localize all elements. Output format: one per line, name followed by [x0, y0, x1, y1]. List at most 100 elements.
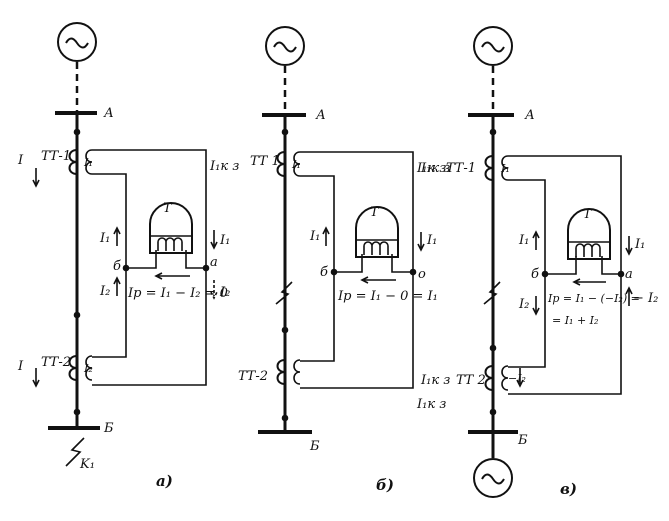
relay-label: Т — [370, 205, 380, 220]
arrow-primary-2 — [32, 368, 40, 388]
arrow-left-2 — [113, 276, 121, 296]
secondary-outer-loop — [508, 155, 622, 395]
node-a-label: а — [210, 255, 218, 270]
junction-dot — [73, 311, 81, 319]
relay-equation: Iр = I₁ − 0 = I₁ — [337, 289, 438, 304]
ct2-coil — [484, 365, 494, 391]
junction-dot — [281, 326, 289, 334]
secondary-outer-loop — [300, 151, 414, 389]
top-right-current: I₁к з — [209, 159, 239, 174]
relay-symbol — [355, 206, 399, 258]
relay-equation-2: = I₁ + I₂ — [552, 314, 598, 327]
secondary-inner-loop — [508, 179, 546, 368]
arrow-relay — [154, 272, 190, 280]
arrow-left-1 — [532, 230, 540, 250]
right-current-1: I₁ — [634, 237, 645, 252]
ac-wave-icon — [481, 473, 505, 485]
node-a-dot — [617, 270, 625, 278]
generator-symbol — [473, 26, 513, 66]
arrow-right-2 — [210, 280, 218, 300]
node-b-dot — [330, 268, 338, 276]
right-current-1: I₁ — [426, 233, 437, 248]
fault-symbol — [275, 281, 293, 305]
left-current-1: I₁ — [309, 229, 320, 244]
panel-caption: а) — [156, 472, 173, 490]
fault-label: K₁ — [79, 457, 95, 472]
node-b-dot — [122, 264, 130, 272]
panel-b — [258, 26, 425, 434]
panel-c — [468, 26, 633, 498]
arrow-left-1 — [322, 226, 330, 246]
ct1-label: ТТ 1 — [250, 154, 280, 169]
relay-coil — [363, 241, 389, 255]
generator-symbol — [57, 22, 97, 62]
arrow-relay — [360, 276, 396, 284]
arrow-right-1 — [417, 232, 425, 252]
ct1-secondary — [501, 155, 509, 181]
junction-dot — [489, 344, 497, 352]
top-right-current: I₁к з — [416, 161, 446, 176]
ct2-label: ТТ-2 — [41, 355, 71, 370]
ct2-label: ТТ-2 — [238, 369, 268, 384]
junction-dot — [73, 128, 81, 136]
junction-dot — [73, 408, 81, 416]
ac-wave-icon — [65, 37, 89, 49]
left-current-2: I₂ — [99, 284, 110, 299]
ct1-coil — [484, 155, 494, 181]
node-b-dot — [541, 270, 549, 278]
relay-symbol — [567, 208, 611, 260]
junction-dot — [281, 414, 289, 422]
ct1-coil — [276, 151, 286, 177]
arrow-ct2-sec — [516, 368, 524, 388]
relay-label: Т — [583, 207, 593, 222]
junction-dot — [489, 408, 497, 416]
ct2-label: ТТ 2 — [456, 373, 486, 388]
arrow-right-1 — [625, 236, 633, 256]
ct1-label: ТТ-1 — [446, 161, 476, 176]
node-a-label: о — [418, 267, 426, 282]
junction-dot — [281, 128, 289, 136]
arrow-primary-1 — [32, 168, 40, 188]
node-a-label: а — [625, 267, 633, 282]
panel-caption: б) — [376, 476, 394, 494]
right-current-2: I₂ — [219, 285, 230, 300]
ct2-secondary — [501, 365, 509, 391]
relay-branch — [334, 254, 413, 273]
left-current-2: I₂ — [518, 297, 529, 312]
relay-equation: Iр = I₁ − I₂ = 0 — [127, 286, 228, 301]
panel-a — [32, 22, 218, 467]
arrow-left-2 — [532, 296, 540, 316]
bus-b-label: Б — [517, 433, 528, 448]
primary-current-1: I — [17, 153, 24, 168]
top-right-current: I₁к з — [420, 161, 450, 176]
left-current-1: I₁ — [518, 233, 529, 248]
relay-equation: Iр = I₁ − (−I₂) = — [547, 292, 640, 305]
ct2-coil — [68, 355, 78, 381]
secondary-current-1: I₁ — [291, 158, 301, 171]
node-b-label: б — [531, 267, 539, 282]
secondary-current-1: I₁ — [83, 156, 93, 169]
ct1-coil — [68, 149, 78, 175]
secondary-current-2: −I₂ — [508, 372, 526, 385]
arrow-relay — [572, 278, 606, 286]
bus-a-label: А — [524, 108, 535, 123]
ct1-label: ТТ-1 — [41, 149, 71, 164]
junction-dot — [489, 128, 497, 136]
ac-wave-icon — [481, 41, 505, 53]
bottom-right-current: I₁к з — [420, 373, 450, 388]
bus-a-label: А — [103, 106, 114, 121]
arrow-right-1 — [210, 230, 218, 250]
ct2-secondary — [293, 359, 301, 385]
bus-b-label: Б — [103, 421, 114, 436]
bus-a-label: А — [315, 108, 326, 123]
relay-coil — [575, 243, 601, 257]
fault-symbol — [483, 281, 501, 305]
relay-branch — [126, 250, 206, 269]
right-current-2: − I₂ — [633, 291, 658, 306]
arrow-left-1 — [113, 226, 121, 246]
right-current-1: I₁ — [219, 233, 230, 248]
node-a-dot — [202, 264, 210, 272]
node-b-label: б — [320, 265, 328, 280]
arrow-right-2 — [625, 286, 633, 306]
